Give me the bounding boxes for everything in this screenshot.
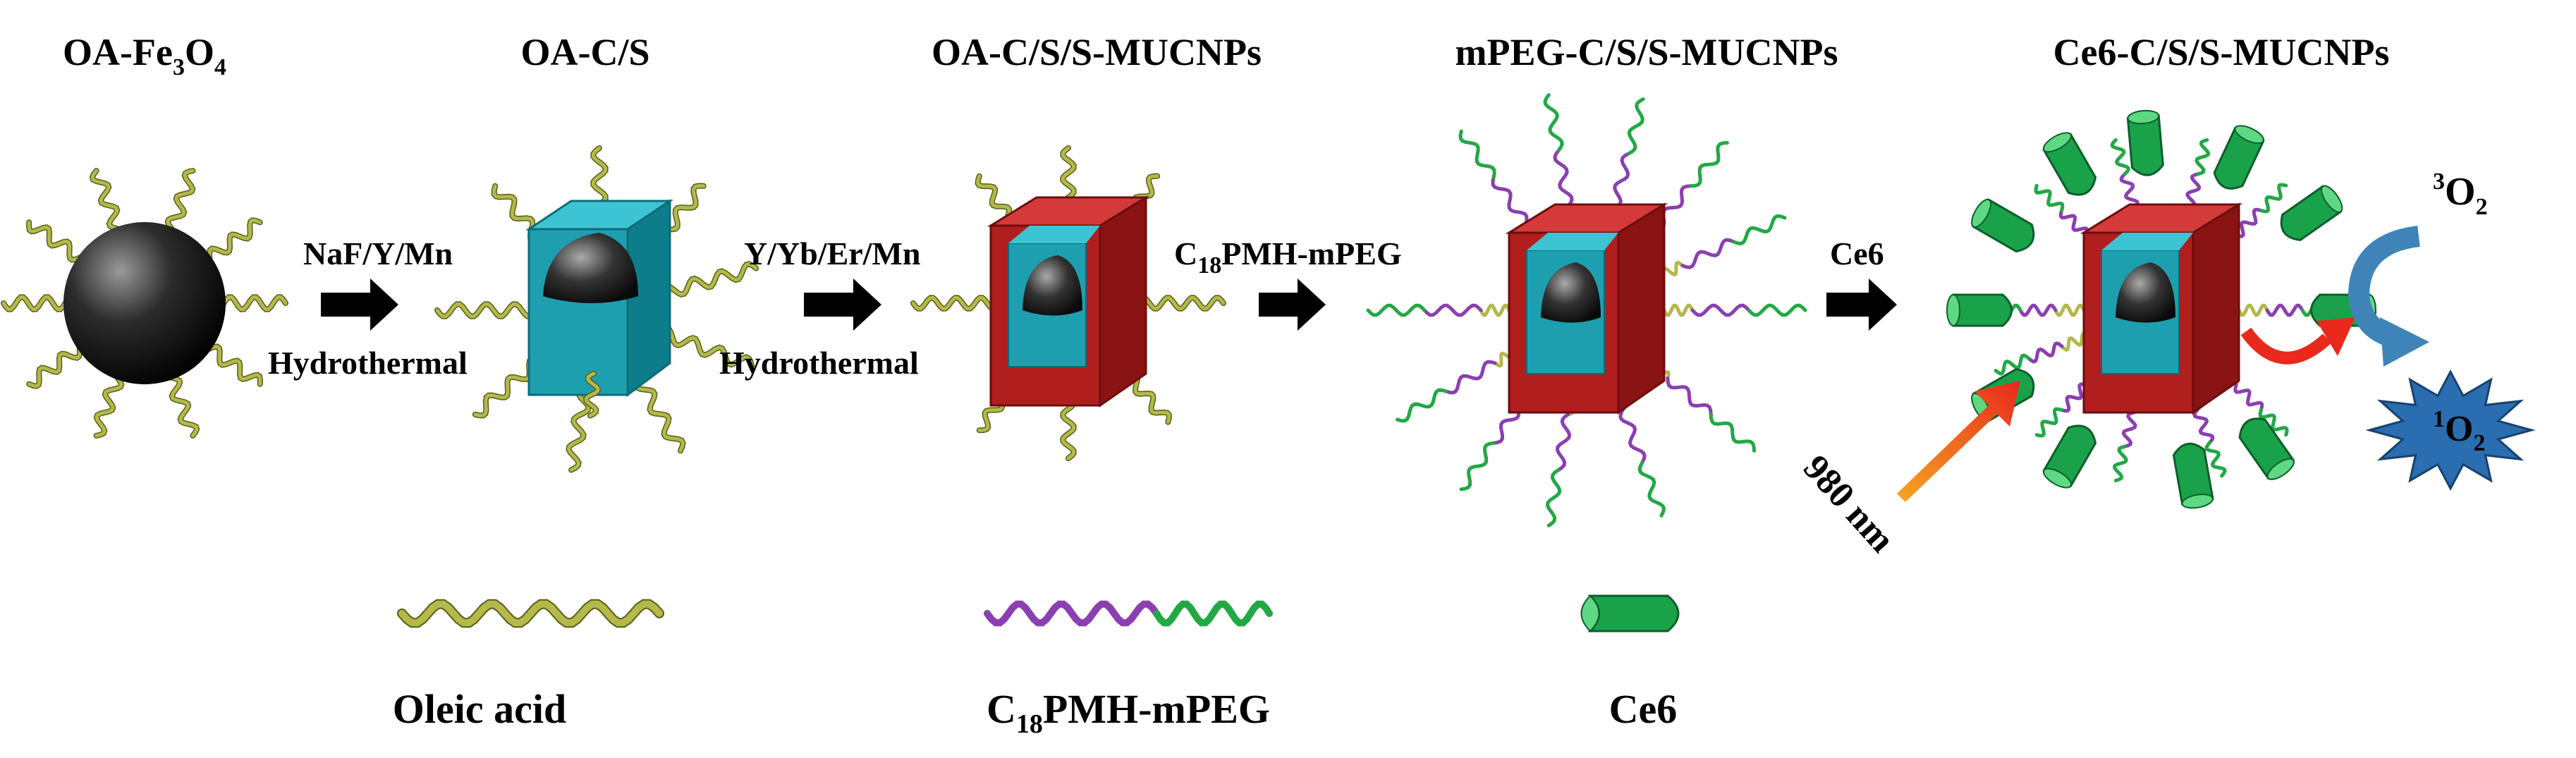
- peg-purple-segment: [2265, 303, 2305, 317]
- oa-css-particle: [910, 145, 1226, 461]
- peg-green-segment: [1689, 141, 1729, 188]
- arrow-step-4: [1826, 279, 1897, 331]
- triplet-oxygen-label: 3O2: [2433, 169, 2488, 220]
- peg-purple-segment: [2027, 341, 2064, 364]
- peg-purple-segment: [2060, 382, 2089, 413]
- peg-purple-segment: [1666, 376, 1713, 417]
- legend-peg-symbol: [984, 600, 1273, 627]
- peg-purple-segment: [1491, 176, 1529, 226]
- peg-purple-segment: [1612, 152, 1630, 210]
- peg-purple-segment: [1553, 149, 1574, 208]
- oleic-chains-front: [583, 370, 602, 419]
- laser-wavelength: 980 nm: [1795, 448, 1903, 560]
- ce6-molecule: [1946, 293, 2013, 327]
- peg-green-segment: [1709, 412, 1756, 453]
- peg-green-segment: [2112, 444, 2128, 482]
- peg-green-segment: [1459, 441, 1496, 491]
- singlet-oxygen-label: 1O2: [2433, 406, 2485, 456]
- peg-purple-segment: [2119, 172, 2139, 210]
- peg-purple-segment: [1444, 360, 1497, 395]
- peg-green-segment: [1545, 468, 1562, 527]
- oleic-acid-wave: [398, 600, 663, 627]
- ce6-molecule: [1971, 198, 2035, 253]
- peg-purple-segment: [2185, 172, 2202, 210]
- ce6-molecule: [2042, 132, 2097, 196]
- ce6-molecule: [2042, 424, 2097, 489]
- peg-purple-segment: [2121, 410, 2137, 448]
- title-oa-fe3o4: OA-Fe3O4: [63, 31, 226, 80]
- peg-green-segment: [1396, 388, 1448, 423]
- arrow-step-2: [804, 279, 881, 331]
- peg-green-segment: [1732, 214, 1787, 246]
- peg-green-segment: [1994, 353, 2031, 376]
- peg-purple-wave: [984, 600, 1160, 627]
- peg-purple-segment: [2018, 303, 2058, 317]
- laser-arrow: [1897, 381, 2020, 502]
- oleic-chain: [584, 372, 600, 417]
- title-mpeg-css-mucnps: mPEG-C/S/S-MUCNPs: [1455, 31, 1838, 73]
- red-shell-cube: [987, 195, 1150, 408]
- arrow-step-1: [321, 279, 398, 331]
- ce6-molecule: [2280, 185, 2343, 241]
- step2-method: Hydrothermal: [719, 345, 919, 381]
- legend-peg-label: C18PMH-mPEG: [987, 686, 1270, 739]
- step2-reagents: Y/Yb/Er/Mn: [744, 236, 920, 271]
- peg-green-segment: [2034, 183, 2065, 213]
- peg-green-segment: [1366, 303, 1427, 317]
- oxygen-conversion-arrow: [2348, 226, 2429, 367]
- peg-purple-segment: [1690, 303, 1751, 317]
- ce6-molecule: [2238, 417, 2295, 480]
- peg-green-segment: [2204, 441, 2227, 478]
- title-oa-css-mucnps: OA-C/S/S-MUCNPs: [932, 31, 1262, 73]
- peg-green-segment: [1637, 460, 1666, 518]
- peg-green-segment: [1543, 93, 1564, 152]
- peg-purple-segment: [2233, 383, 2264, 412]
- step3-reagent: C18PMH-mPEG: [1174, 236, 1402, 279]
- peg-purple-segment: [1618, 408, 1647, 465]
- mpeg-particle: [1366, 93, 1807, 527]
- peg-green-wave: [1153, 600, 1273, 627]
- title-ce6-css-mucnps: Ce6-C/S/S-MUCNPs: [2053, 31, 2390, 73]
- arrow-step-3: [1259, 279, 1326, 331]
- title-oa-cs: OA-C/S: [520, 31, 649, 73]
- legend: Oleic acid C18PMH-mPEG Ce6: [393, 594, 1680, 739]
- legend-ce6-label: Ce6: [1609, 686, 1678, 732]
- ce6-molecule: [2126, 109, 2164, 176]
- peg-green-segment: [2195, 138, 2211, 176]
- legend-oleic-acid-label: Oleic acid: [393, 686, 566, 732]
- ce6-molecule: [2213, 125, 2265, 190]
- peg-purple-segment: [1422, 303, 1483, 317]
- peg-green-segment: [1627, 97, 1645, 156]
- ce6-molecule: [2172, 442, 2214, 509]
- legend-ce6-symbol: [1580, 594, 1680, 632]
- peg-green-segment: [2259, 183, 2288, 214]
- fe3o4-core-sphere: [63, 222, 226, 384]
- oa-cs-particle: [434, 145, 759, 473]
- red-shell-cube: [1505, 202, 1668, 415]
- oa-fe3o4-particle: [1, 168, 288, 439]
- peg-purple-segment: [2234, 207, 2263, 238]
- step1-reagents: NaF/Y/Mn: [303, 236, 453, 271]
- peg-purple-segment: [2058, 209, 2089, 238]
- energy-transfer-arrow: [2240, 317, 2355, 365]
- peg-green-segment: [2034, 407, 2064, 438]
- singlet-oxygen-burst: [2365, 369, 2536, 491]
- peg-green-segment: [2258, 408, 2289, 437]
- step1-method: Hydrothermal: [268, 345, 468, 381]
- peg-purple-segment: [1555, 412, 1572, 472]
- peg-green-segment: [1747, 303, 1807, 317]
- cyan-shell-cube: [525, 199, 673, 397]
- peg-green-segment: [1458, 129, 1496, 180]
- peg-purple-segment: [1680, 238, 1735, 269]
- legend-oleic-acid-symbol: [397, 599, 664, 628]
- peg-purple-segment: [2192, 408, 2215, 445]
- red-shell-cube: [2080, 202, 2243, 415]
- ce6-particle: [1946, 109, 2376, 509]
- peg-green-segment: [2110, 138, 2131, 176]
- step4-reagent: Ce6: [1830, 236, 1884, 271]
